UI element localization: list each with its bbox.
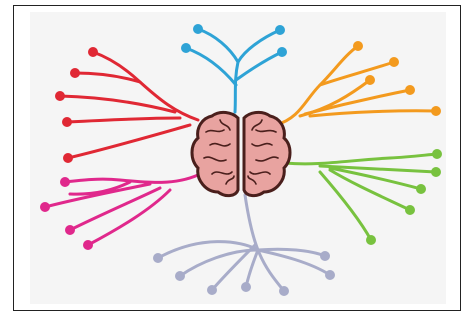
branch-top-node [279, 49, 286, 56]
branch-right-node [418, 186, 425, 193]
branch-left-upper-line [67, 118, 180, 122]
branch-left-lower-node [62, 179, 69, 186]
branch-bottom-node [327, 272, 334, 279]
branch-left-lower-line [70, 182, 130, 194]
branch-top-right-node [367, 77, 374, 84]
branch-bottom-node [209, 287, 216, 294]
branch-right-line [285, 154, 437, 164]
brain-left-hemisphere [192, 112, 238, 195]
brain-right-hemisphere [244, 112, 290, 195]
branch-top [183, 26, 286, 113]
branch-top-right-node [355, 43, 362, 50]
branch-left-upper-node [57, 93, 64, 100]
branch-left-lower-node [67, 227, 74, 234]
branch-right-node [433, 169, 440, 176]
branch-top-node [183, 45, 190, 52]
branch-bottom-line [245, 195, 258, 250]
branch-top-node [277, 27, 284, 34]
branch-left-lower-line [65, 175, 198, 182]
branch-bottom-node [322, 253, 329, 260]
branch-bottom-node [243, 284, 250, 291]
branch-top-line [235, 62, 238, 112]
branch-bottom-node [155, 255, 162, 262]
branch-bottom-line [246, 250, 258, 287]
branch-right-node [434, 151, 441, 158]
branch-left-lower-line [88, 190, 170, 245]
branch-left-upper-node [72, 70, 79, 77]
branch-right-node [368, 237, 375, 244]
branch-left-upper-node [90, 49, 97, 56]
branch-left-upper-line [93, 52, 198, 120]
brain-icon [192, 112, 290, 195]
branch-left-upper-line [68, 125, 190, 158]
branch-right-line [320, 172, 371, 240]
branch-top-node [195, 26, 202, 33]
branch-top-right-node [391, 59, 398, 66]
branch-top-right-node [407, 87, 414, 94]
branch-right-node [407, 207, 414, 214]
branch-bottom [155, 195, 334, 295]
branch-left-lower-line [45, 184, 150, 207]
branch-left-upper-node [64, 119, 71, 126]
branch-bottom-node [281, 288, 288, 295]
branch-top-right-node [433, 108, 440, 115]
branch-left-lower [42, 175, 199, 249]
branch-left-lower-node [85, 242, 92, 249]
branch-right [285, 151, 441, 244]
branch-left-upper [57, 49, 199, 162]
branch-top-right [276, 43, 440, 126]
branch-left-upper-node [65, 155, 72, 162]
branch-left-lower-node [42, 204, 49, 211]
branch-bottom-node [177, 273, 184, 280]
branch-top-line [186, 48, 236, 85]
branch-top-right-line [310, 111, 436, 116]
